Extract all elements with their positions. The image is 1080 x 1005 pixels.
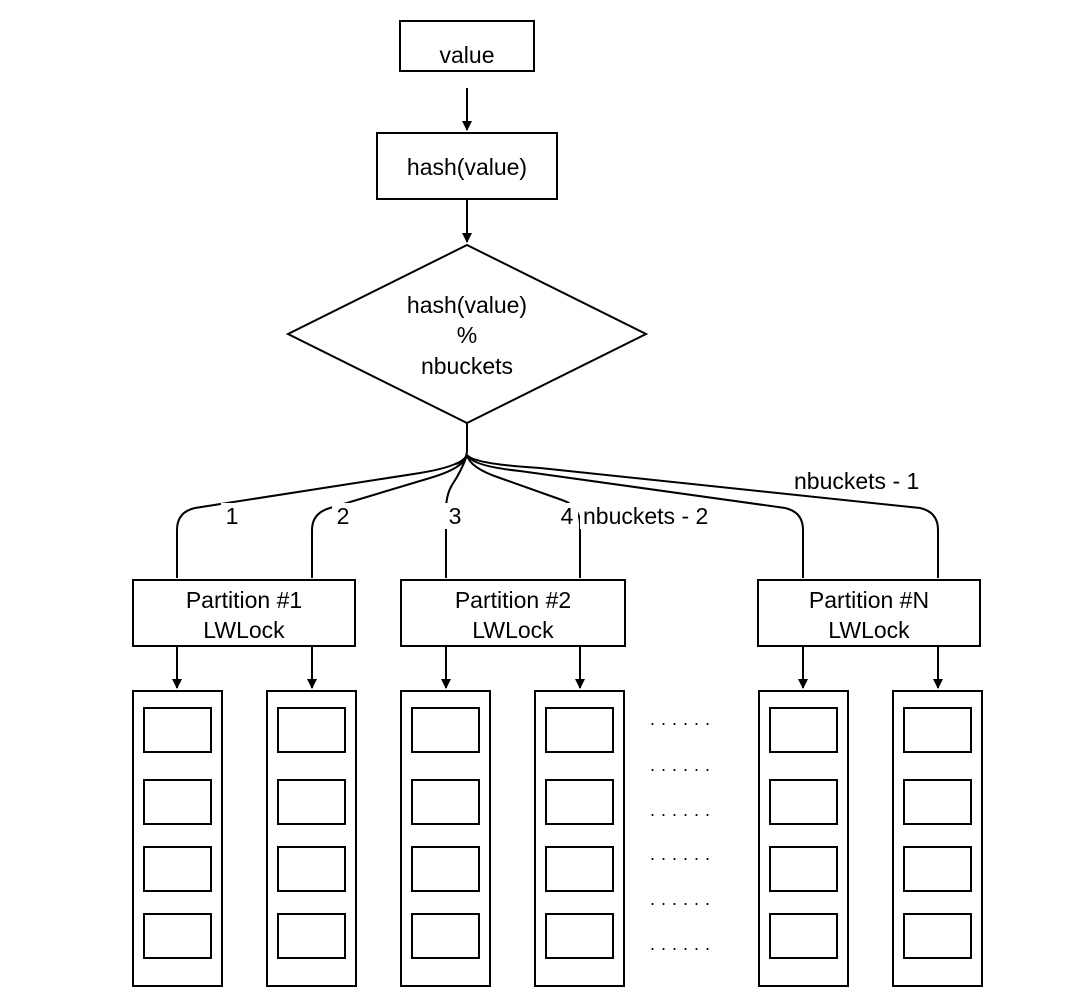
bucket-branches: [176, 423, 939, 578]
partition-2-title: Partition #2: [455, 587, 571, 613]
value-node: value: [399, 20, 535, 72]
bucket-slot: [277, 846, 346, 892]
label-bg-1: [221, 503, 243, 529]
partition-1-title: Partition #1: [186, 587, 302, 613]
bucket-slot: [903, 846, 972, 892]
bucket-column-4: [534, 690, 625, 987]
partition-1-lock: LWLock: [203, 617, 285, 643]
bucket-slot: [277, 913, 346, 959]
partition-to-bucket-arrows: [172, 646, 943, 689]
ellipsis-row-2: ......: [650, 755, 716, 775]
edge-label-nbuckets-2: nbuckets - 2: [583, 503, 708, 529]
bucket-column-6: [892, 690, 983, 987]
label-bg-n1: [792, 467, 942, 493]
branch-bucket-1: [176, 454, 468, 578]
partition-n: Partition #N LWLock: [757, 579, 981, 647]
bucket-slot: [411, 707, 480, 753]
hash-label: hash(value): [407, 154, 527, 180]
hash-node: hash(value): [376, 132, 558, 200]
bucket-slot: [769, 779, 838, 825]
bucket-slot: [143, 846, 212, 892]
bucket-column-1: [132, 690, 223, 987]
edge-label-1: 1: [226, 503, 239, 529]
edge-label-3: 3: [449, 503, 462, 529]
bucket-slot: [277, 779, 346, 825]
edge-label-nbuckets-1: nbuckets - 1: [794, 468, 919, 494]
bucket-column-5: [758, 690, 849, 987]
bucket-slot: [545, 779, 614, 825]
ellipsis-row-5: ......: [650, 889, 716, 909]
bucket-slot: [411, 846, 480, 892]
bucket-slot: [769, 846, 838, 892]
bucket-slot: [903, 779, 972, 825]
bucket-column-3: [400, 690, 491, 987]
bucket-slot: [143, 913, 212, 959]
bucket-slot: [277, 707, 346, 753]
bucket-column-2: [266, 690, 357, 987]
ellipsis-row-3: ......: [650, 800, 716, 820]
branch-bucket-2: [311, 454, 468, 578]
bucket-columns: [132, 690, 983, 987]
branch-bucket-4: [466, 454, 581, 578]
bucket-slot: [143, 707, 212, 753]
partition-2: Partition #2 LWLock: [400, 579, 626, 647]
bucket-slot: [903, 913, 972, 959]
value-label: value: [440, 42, 495, 68]
edge-label-2: 2: [337, 503, 350, 529]
label-bg-2: [332, 503, 354, 529]
bucket-slot: [545, 913, 614, 959]
bucket-slot: [769, 707, 838, 753]
bucket-slot: [903, 707, 972, 753]
ellipsis-column: ...... ...... ...... ...... ...... .....…: [650, 709, 716, 954]
bucket-slot: [411, 913, 480, 959]
bucket-slot: [545, 846, 614, 892]
modulo-line-2: %: [457, 322, 477, 348]
modulo-decision-node: hash(value) % nbuckets: [285, 243, 649, 425]
label-bg-3: [444, 503, 466, 529]
branch-bucket-n2: [466, 454, 804, 578]
ellipsis-row-6: ......: [650, 934, 716, 954]
modulo-line-1: hash(value): [407, 292, 527, 318]
bucket-slot: [143, 779, 212, 825]
partition-n-lock: LWLock: [828, 617, 910, 643]
partition-n-title: Partition #N: [809, 587, 929, 613]
ellipsis-row-1: ......: [650, 709, 716, 729]
bucket-slot: [545, 707, 614, 753]
label-bg-4: [556, 503, 578, 529]
bucket-slot: [411, 779, 480, 825]
modulo-line-3: nbuckets: [421, 353, 513, 379]
label-bg-n2: [580, 503, 732, 529]
ellipsis-row-4: ......: [650, 844, 716, 864]
edge-label-4: 4: [561, 503, 574, 529]
branch-bucket-n1: [466, 454, 939, 578]
partition-2-lock: LWLock: [472, 617, 554, 643]
partition-1: Partition #1 LWLock: [132, 579, 356, 647]
bucket-slot: [769, 913, 838, 959]
